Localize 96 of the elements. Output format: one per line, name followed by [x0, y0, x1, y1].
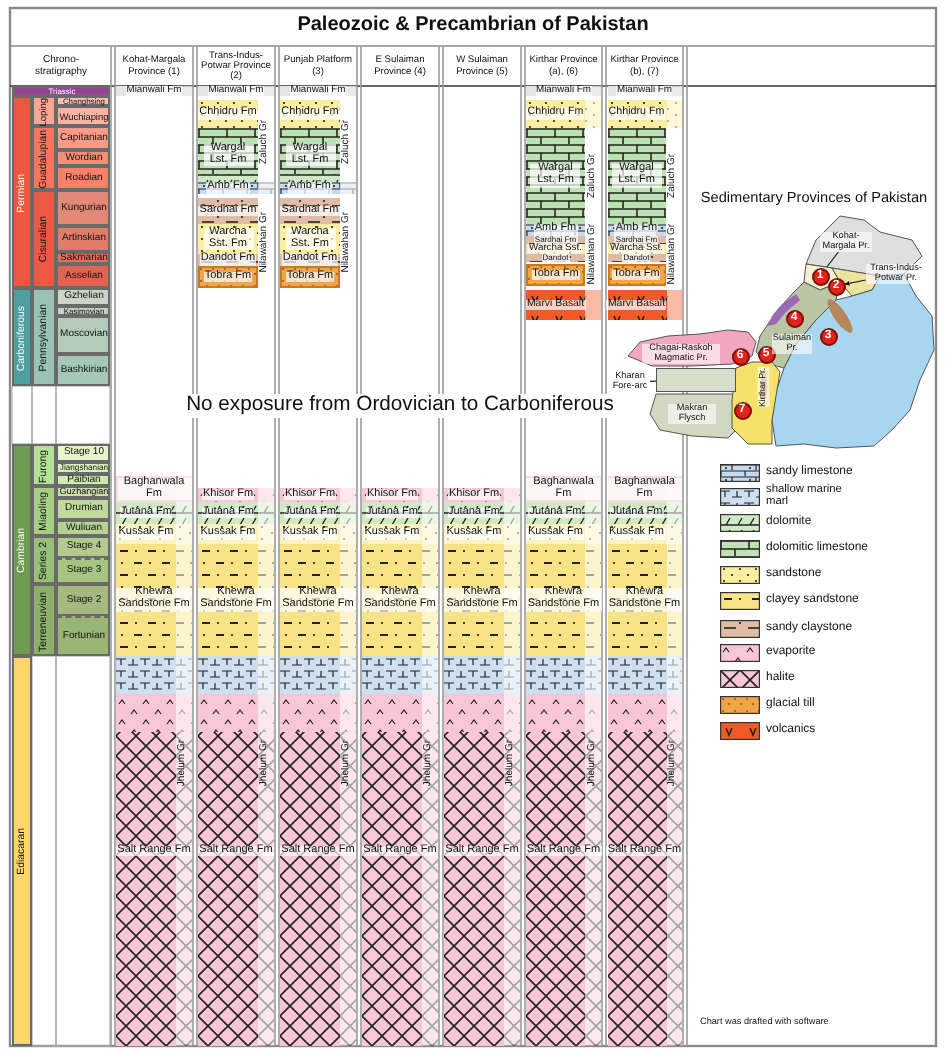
stage-bar	[56, 190, 110, 226]
formation-block	[362, 524, 438, 544]
formation-block	[444, 524, 520, 544]
formation-block	[198, 182, 274, 194]
formation-block	[526, 290, 601, 320]
stage-bar	[56, 444, 110, 462]
stage-bar	[56, 126, 110, 150]
formation-block	[526, 254, 585, 262]
epoch-bar	[32, 584, 56, 656]
formation-block	[280, 502, 356, 524]
stage-bar	[56, 106, 110, 126]
formation-block	[280, 266, 340, 288]
period-bar	[12, 96, 32, 288]
formation-block	[362, 544, 438, 656]
formation-block	[280, 544, 356, 656]
formation-block	[280, 656, 356, 1046]
formation-block	[607, 128, 666, 224]
stage-bar	[56, 288, 110, 306]
epoch-bar	[32, 486, 56, 536]
chart-title: Paleozoic & Precambrian of Pakistan	[297, 16, 649, 38]
leader-line	[844, 279, 867, 286]
formation-block	[116, 544, 192, 656]
formation-block	[280, 182, 356, 194]
formation-block	[444, 488, 520, 502]
formation-block	[526, 128, 585, 224]
formation-block	[607, 656, 682, 1046]
stage-bar	[56, 558, 110, 584]
stage-bar	[56, 616, 110, 656]
formation-block	[526, 502, 601, 524]
formation-block	[526, 86, 601, 96]
formation-block	[607, 264, 666, 286]
formation-block	[198, 524, 274, 544]
formation-block	[607, 236, 666, 244]
formation-block	[444, 502, 520, 524]
stage-bar	[56, 252, 110, 264]
period-bar	[12, 656, 32, 1046]
formation-block	[116, 656, 192, 1046]
stage-bar	[56, 150, 110, 166]
formation-block	[198, 488, 274, 502]
formation-block	[526, 544, 601, 656]
formation-block	[607, 502, 682, 524]
formation-block	[198, 86, 274, 96]
formation-block	[444, 544, 520, 656]
epoch-bar	[32, 288, 56, 386]
formation-block	[280, 524, 356, 544]
formation-block	[116, 86, 192, 96]
stage-bar	[56, 316, 110, 354]
formation-block	[526, 224, 585, 236]
no-exposure-note: No exposure from Ordovician to Carboniferous	[185, 394, 615, 418]
stage-bar	[56, 264, 110, 288]
stage-bar	[56, 536, 110, 558]
formation-block	[607, 544, 682, 656]
stage-bar	[56, 354, 110, 386]
stage-bar	[56, 226, 110, 252]
formation-block	[198, 544, 274, 656]
formation-block	[362, 502, 438, 524]
formation-block	[362, 656, 438, 1046]
formation-block	[444, 656, 520, 1046]
formation-block	[198, 100, 258, 128]
formation-block	[362, 488, 438, 502]
formation-block	[526, 100, 601, 128]
formation-block	[526, 656, 601, 1046]
formation-block	[607, 524, 682, 544]
epoch-bar	[32, 536, 56, 584]
formation-block	[198, 502, 274, 524]
epoch-bar	[32, 444, 56, 486]
epoch-bar	[32, 126, 56, 190]
period-bar	[12, 288, 32, 386]
formation-block	[198, 198, 258, 224]
formation-block	[607, 86, 682, 96]
formation-block	[280, 488, 356, 502]
epoch-bar	[32, 96, 56, 126]
formation-block	[198, 266, 258, 288]
map-region	[656, 368, 736, 392]
stage-bar	[56, 166, 110, 190]
stage-bar	[56, 520, 110, 536]
formation-block	[607, 290, 682, 320]
formation-block	[526, 236, 585, 244]
formation-block	[607, 224, 666, 236]
formation-block	[526, 264, 585, 286]
stage-bar	[56, 474, 110, 486]
formation-block	[280, 86, 356, 96]
formation-block	[526, 524, 601, 544]
formation-block	[607, 100, 682, 128]
formation-block	[198, 656, 274, 1046]
period-bar	[12, 444, 32, 656]
leader-line	[649, 380, 657, 382]
formation-block	[280, 198, 340, 224]
formation-block	[116, 524, 192, 544]
epoch-bar	[32, 190, 56, 288]
stage-bar	[56, 498, 110, 520]
formation-block	[116, 502, 192, 524]
stage-bar	[56, 584, 110, 616]
formation-block	[607, 254, 666, 262]
leader-line	[826, 251, 839, 268]
formation-block	[280, 100, 340, 128]
